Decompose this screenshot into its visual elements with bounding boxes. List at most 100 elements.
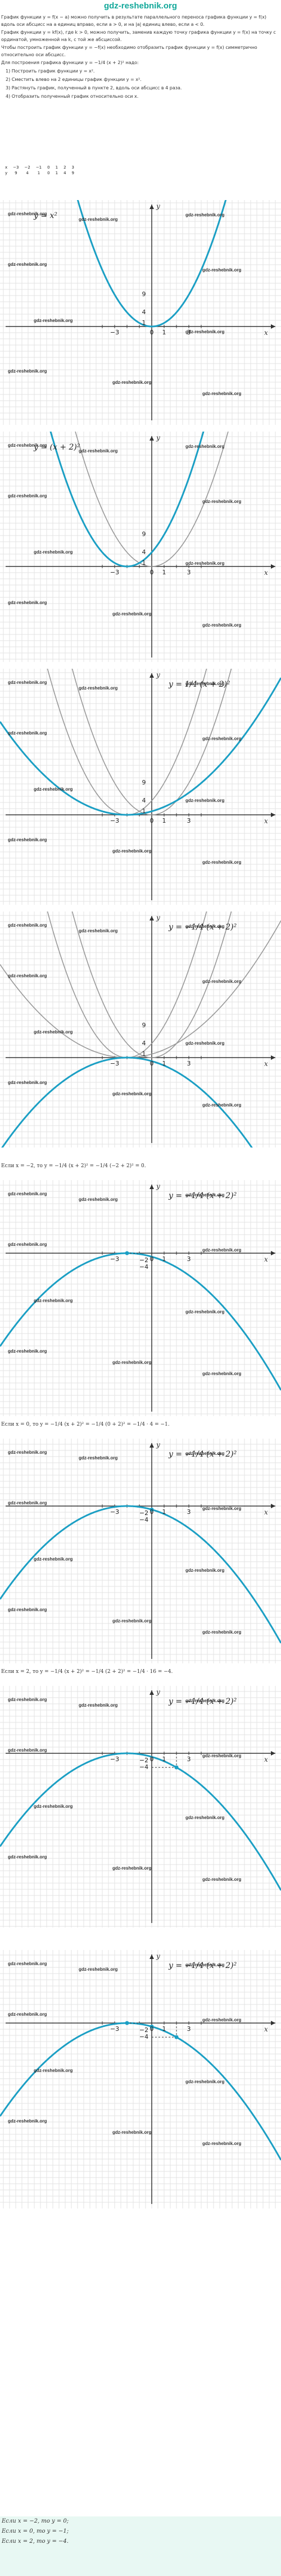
intro-reflect-rule: Чтобы построить график функции y = −f(x)… (1, 45, 257, 57)
value-table-cell: 4 (26, 171, 29, 175)
x-axis-label: x (264, 2025, 268, 2033)
y-tick-label: −2 (139, 1756, 149, 1764)
watermark: gdz-reshebnik.org (34, 1030, 73, 1035)
watermark: gdz-reshebnik.org (8, 1961, 47, 1966)
graph-canvas (0, 911, 281, 1148)
x-tick-label: −3 (110, 1255, 120, 1263)
y-tick-label: 1 (142, 559, 146, 566)
site-header[interactable]: gdz-reshebnik.org (103, 1, 177, 11)
watermark: gdz-reshebnik.org (185, 798, 225, 803)
value-table-x-label: x (5, 165, 8, 170)
watermark: gdz-reshebnik.org (34, 787, 73, 792)
x-axis-arrow (271, 2021, 275, 2025)
y-tick-label: −4 (139, 1263, 149, 1271)
watermark: gdz-reshebnik.org (8, 211, 47, 216)
conclusion-line: Если x = −2, то y = 0; (2, 2518, 69, 2524)
value-table-cell: −1 (35, 165, 42, 170)
x-tick-label: 3 (187, 569, 191, 576)
curve-previous (71, 911, 232, 1058)
value-table-cell: 0 (47, 165, 50, 170)
intro-stretch-rule: График функции y = kf(x), где k > 0, мож… (1, 30, 276, 42)
x-axis-arrow (271, 1251, 275, 1255)
curve-main (49, 432, 205, 568)
watermark: gdz-reshebnik.org (185, 329, 225, 334)
value-table-y-label: y (5, 171, 8, 175)
x-tick-label: 3 (187, 817, 191, 824)
y-tick-label: −4 (139, 1763, 149, 1771)
function-formula: y = −1/4 (x + 2)² (169, 1697, 237, 1706)
x-tick-label: 0 (149, 2025, 154, 2033)
watermark: gdz-reshebnik.org (79, 1967, 118, 1972)
watermark: gdz-reshebnik.org (202, 499, 242, 504)
y-axis-label: y (156, 1182, 160, 1190)
x-tick-label: 3 (187, 1060, 191, 1067)
watermark: gdz-reshebnik.org (8, 923, 47, 928)
x-tick-label: 0 (149, 1508, 154, 1516)
value-table-y-row: y 9 4 1 0 1 4 9 (2, 170, 77, 176)
y-tick-label: −4 (139, 1516, 149, 1524)
watermark: gdz-reshebnik.org (202, 2141, 242, 2146)
x-tick-label: −3 (110, 569, 120, 576)
value-table-cell: −2 (24, 165, 30, 170)
calculation-line: Если x = −2, то y = −1/4 (x + 2)² = −1/4… (1, 1163, 146, 1169)
graph-canvas (0, 1950, 281, 2208)
y-axis-arrow (149, 436, 154, 441)
y-tick-label: 4 (142, 796, 146, 804)
calculation-line: Если x = 2, то y = −1/4 (x + 2)² = −1/4 … (1, 1669, 173, 1675)
function-formula: y = −1/4 (x + 2)² (169, 1191, 237, 1200)
watermark: gdz-reshebnik.org (185, 1309, 225, 1314)
watermark: gdz-reshebnik.org (34, 2068, 73, 2073)
x-tick-label: 1 (162, 1060, 166, 1067)
intro-shift-rule: График функции y = f(x − a) можно получи… (1, 15, 267, 27)
watermark: gdz-reshebnik.org (185, 1451, 225, 1456)
x-tick-label: 0 (149, 569, 154, 576)
x-tick-label: −3 (110, 1756, 120, 1763)
watermark: gdz-reshebnik.org (34, 1804, 73, 1809)
watermark: gdz-reshebnik.org (202, 1753, 242, 1758)
graph-canvas (0, 432, 281, 662)
watermark: gdz-reshebnik.org (79, 217, 118, 222)
conclusion-line: Если x = 2, то y = −4. (2, 2538, 69, 2545)
highlight-point (125, 1251, 129, 1255)
intro-step-3: 3) Растянуть график, полученный в пункте… (6, 85, 182, 90)
y-axis-arrow (149, 205, 154, 209)
watermark: gdz-reshebnik.org (112, 1091, 152, 1096)
x-tick-label: −3 (110, 2025, 120, 2033)
watermark: gdz-reshebnik.org (185, 2079, 225, 2084)
intro-step-1: 1) Построить график функции y = x². (6, 69, 95, 74)
watermark: gdz-reshebnik.org (8, 731, 47, 736)
watermark: gdz-reshebnik.org (202, 736, 242, 741)
y-tick-label: 4 (142, 548, 146, 556)
watermark: gdz-reshebnik.org (112, 1866, 152, 1871)
function-formula: y = 1/4 (x + 2)² (169, 680, 230, 689)
highlight-point (125, 2021, 129, 2025)
graph-canvas (0, 200, 281, 425)
value-table-cell: 3 (71, 165, 75, 170)
x-tick-label: 3 (187, 2025, 191, 2033)
watermark: gdz-reshebnik.org (8, 2119, 47, 2124)
y-axis-label: y (156, 1688, 160, 1696)
y-axis-arrow (149, 1690, 154, 1695)
graph-canvas (0, 1439, 281, 1663)
intro-step-2: 2) Сместить влево на 2 единицы график фу… (6, 77, 142, 82)
function-formula: y = (x + 2)² (34, 443, 80, 452)
y-tick-label: 1 (142, 807, 146, 815)
watermark: gdz-reshebnik.org (8, 1450, 47, 1455)
x-axis-label: x (264, 569, 268, 577)
y-tick-label: 9 (142, 291, 146, 298)
curve-previous (71, 669, 232, 815)
y-tick-label: 4 (142, 308, 146, 316)
watermark: gdz-reshebnik.org (8, 600, 47, 605)
y-tick-label: 9 (142, 779, 146, 787)
watermark: gdz-reshebnik.org (8, 1748, 47, 1753)
y-tick-label: 1 (142, 1050, 146, 1058)
function-formula: y = −1/4 (x + 2)² (169, 1961, 237, 1970)
x-tick-label: 0 (149, 1255, 154, 1263)
value-table: x −3 −2 −1 0 1 2 3 y 9 4 1 0 1 4 9 (2, 165, 77, 176)
